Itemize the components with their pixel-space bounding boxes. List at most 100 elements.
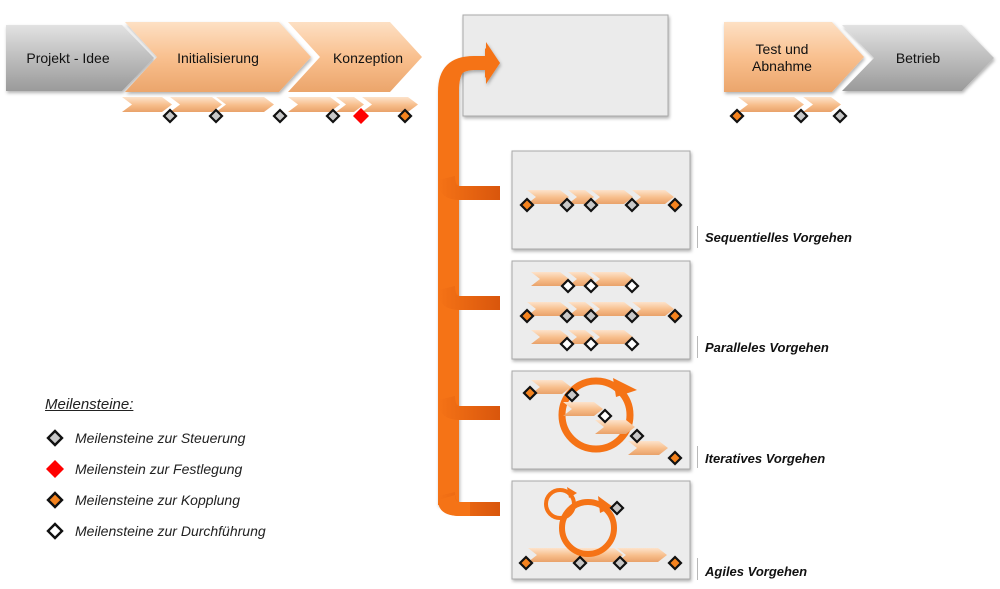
legend-label: Meilenstein zur Festlegung [75,461,243,477]
iteration-arrowhead [613,378,637,397]
milestone-steuerung-icon [583,308,599,324]
approach-separator [697,446,698,468]
legend-item-durchfuehrung: Meilensteine zur Durchführung [45,521,266,541]
parallel-chevron [527,302,569,316]
sub-phase-chevron [122,97,172,112]
milestone-durchfuehrung-icon [46,522,64,540]
connector-branch [438,286,500,310]
phase-chevron-initialisierung [125,22,311,92]
milestone-steuerung-icon [325,108,341,124]
iterative-chevron [531,380,571,394]
connector-branch [438,396,500,420]
legend-item-kopplung: Meilensteine zur Kopplung [45,490,240,510]
milestone-durchfuehrung-icon [560,278,576,294]
milestone-steuerung-icon [612,555,628,571]
phase-chevron-test-und-abnahme [724,22,864,92]
milestone-kopplung-icon [519,308,535,324]
milestone-festlegung-icon [353,108,369,124]
sub-phase-chevron [170,97,222,112]
milestone-kopplung-icon [519,197,535,213]
sequential-chevron [591,190,633,204]
phase-label-initialisierung: Initialisierung [177,49,259,66]
sub-phase-chevron [803,97,841,112]
milestone-durchfuehrung-icon [583,278,599,294]
milestone-steuerung-icon [609,500,625,516]
iterative-chevron [628,441,668,455]
milestone-kopplung-icon [667,555,683,571]
orange-connector [438,42,500,510]
approach-label-iterativ: Iteratives Vorgehen [705,451,826,466]
iterative-chevron [563,402,603,416]
approach-label-agil: Agiles Vorgehen [705,564,808,579]
agile-large-arrowhead [598,496,613,513]
milestone-steuerung-icon [208,108,224,124]
legend-label: Meilensteine zur Steuerung [75,430,246,446]
approach-separator [697,226,698,248]
sub-phase-chevron [216,97,274,112]
approach-box [511,480,691,580]
sub-phase-chevron [362,97,418,112]
legend-title: Meilensteine: [45,396,134,413]
milestone-steuerung-icon [162,108,178,124]
milestone-steuerung-icon [559,197,575,213]
milestone-kopplung-icon [667,197,683,213]
agile-small-arrowhead [567,487,577,498]
connector-arrow-shaft [438,42,500,505]
milestone-durchfuehrung-icon [597,408,613,424]
milestone-steuerung-icon [46,429,64,447]
approach-label-parallel: Paralleles Vorgehen [705,340,829,355]
phase-label-betrieb: Betrieb [895,49,941,66]
milestone-steuerung-icon [564,387,580,403]
milestone-festlegung-icon [46,460,64,478]
legend-label: Meilensteine zur Kopplung [75,492,240,508]
milestone-durchfuehrung-icon [624,336,640,352]
legend-label: Meilensteine zur Durchführung [75,523,266,539]
agile-large-cycle-arrow [559,499,617,557]
sequential-chevron [527,190,569,204]
milestone-steuerung-icon [629,428,645,444]
legend-item-steuerung: Meilensteine zur Steuerung [45,428,245,448]
milestone-steuerung-icon [832,108,848,124]
milestone-kopplung-icon [397,108,413,124]
milestone-durchfuehrung-icon [583,336,599,352]
milestone-steuerung-icon [572,555,588,571]
connector-bottom-curve [438,495,470,516]
sequential-chevron [568,190,594,204]
iteration-cycle-arrow [558,377,634,453]
milestone-steuerung-icon [624,197,640,213]
connector-branch [438,176,500,200]
milestone-steuerung-icon [583,197,599,213]
milestone-kopplung-icon [667,308,683,324]
milestone-durchfuehrung-icon [559,336,575,352]
milestone-steuerung-icon [559,308,575,324]
milestone-kopplung-icon [522,385,538,401]
parallel-chevron [591,302,633,316]
agile-chevron [617,548,667,562]
phase-label-projekt-idee: Projekt - Idee [26,49,110,66]
phase-label-konzeption: Konzeption [332,49,404,66]
milestone-steuerung-icon [272,108,288,124]
approach-separator [697,558,698,580]
milestone-steuerung-icon [624,308,640,324]
legend-item-festlegung: Meilenstein zur Festlegung [45,459,242,479]
parallel-chevron [531,330,569,344]
milestone-kopplung-icon [667,450,683,466]
phase-chevron-konzeption [288,22,422,92]
milestone-kopplung-icon [46,491,64,509]
approach-separator [697,336,698,358]
phase-label-test-und-abnahme: Test und Abnahme [752,41,812,74]
sequential-chevron [632,190,674,204]
parallel-chevron [531,272,569,286]
milestone-steuerung-icon [793,108,809,124]
milestone-kopplung-icon [729,108,745,124]
phase-chevron-projekt-idee [6,25,154,91]
sub-phase-chevron [336,97,364,112]
approach-label-sequentiell: Sequentielles Vorgehen [705,230,852,245]
phase-chevron-betrieb [842,25,994,91]
parallel-chevron [591,330,633,344]
sub-phase-chevron [288,97,340,112]
milestone-kopplung-icon [518,555,534,571]
parallel-chevron [591,272,633,286]
sub-phase-chevron [738,97,804,112]
